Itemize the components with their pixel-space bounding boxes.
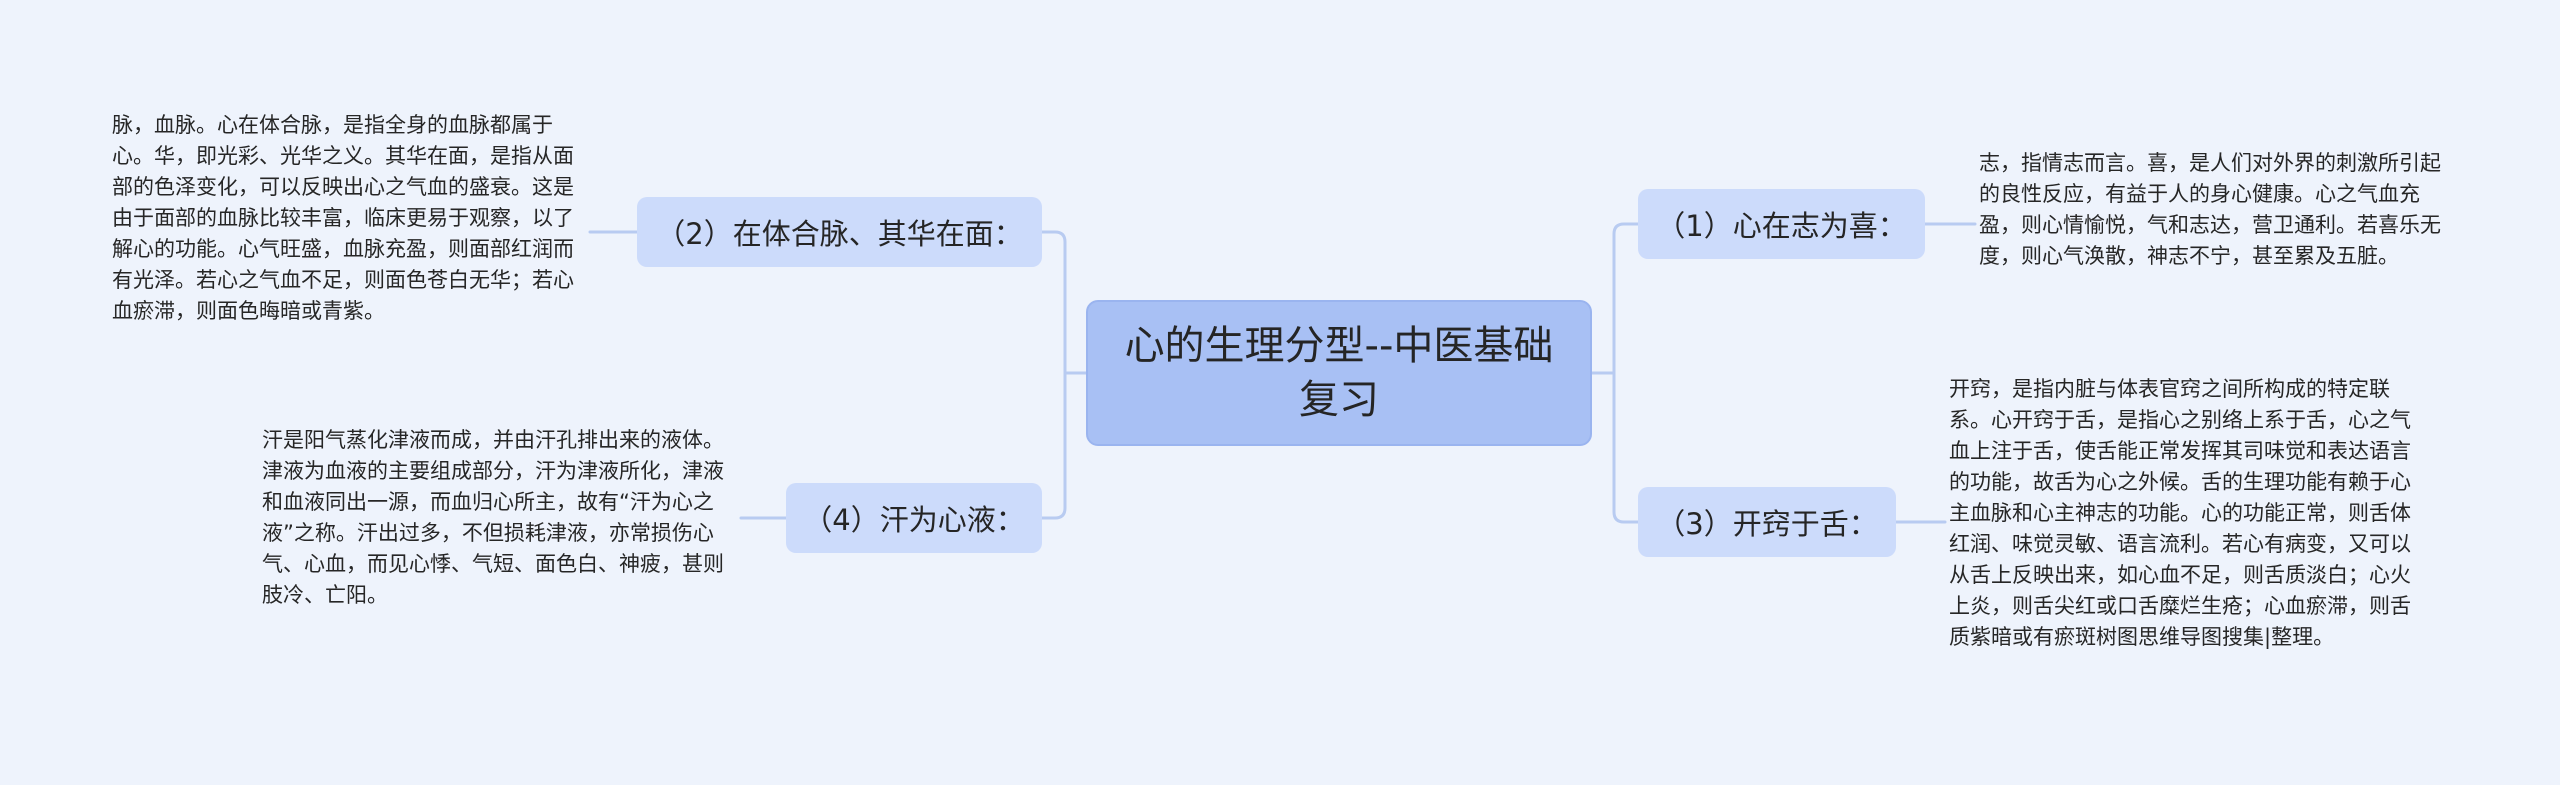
branch-bottom-left-detail: 汗是阳气蒸化津液而成，并由汗孔排出来的液体。津液为血液的主要组成部分，汗为津液所…: [262, 428, 724, 607]
branch-top-right-node[interactable]: （1）心在志为喜：: [1638, 189, 1925, 259]
branch-top-right-label: （1）心在志为喜：: [1656, 209, 1907, 243]
connector-center-left: [1040, 230, 1088, 520]
branch-top-left-node[interactable]: （2）在体合脉、其华在面：: [637, 197, 1042, 267]
branch-bottom-right-label: （3）开窍于舌：: [1656, 507, 1878, 541]
branch-top-left-label: （2）在体合脉、其华在面：: [656, 217, 1023, 251]
connector-center-right: [1590, 222, 1640, 524]
central-topic-label: 心的生理分型--中医基础复习: [1124, 323, 1554, 423]
branch-bottom-right-node[interactable]: （3）开窍于舌：: [1638, 487, 1896, 557]
branch-bottom-left-node[interactable]: （4）汗为心液：: [786, 483, 1042, 553]
branch-top-left-detail: 脉，血脉。心在体合脉，是指全身的血脉都属于心。华，即光彩、光华之义。其华在面，是…: [112, 113, 574, 323]
branch-top-right-detail: 志，指情志而言。喜，是人们对外界的刺激所引起的良性反应，有益于人的身心健康。心之…: [1979, 151, 2441, 268]
branch-bottom-right-detail: 开窍，是指内脏与体表官窍之间所构成的特定联系。心开窍于舌，是指心之别络上系于舌，…: [1949, 377, 2411, 649]
branch-bottom-left-label: （4）汗为心液：: [803, 503, 1025, 537]
central-topic-node[interactable]: 心的生理分型--中医基础复习: [1086, 300, 1592, 446]
